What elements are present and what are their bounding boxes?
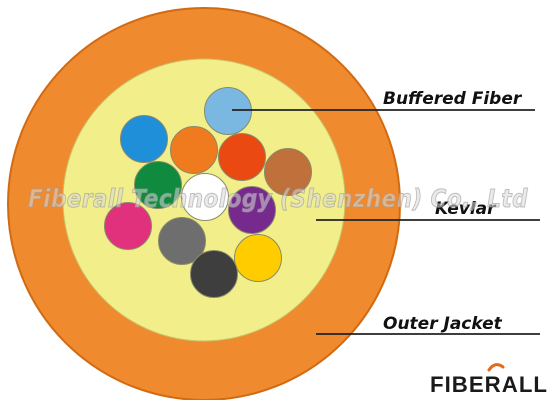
buffered-fiber-yellow	[234, 234, 282, 282]
fiberall-logo: FIBERALL	[430, 363, 548, 397]
buffered-fiber-blue	[120, 115, 168, 163]
kevlar-label: Kevlar	[435, 199, 497, 219]
fiber-bundle	[104, 87, 312, 298]
buffered-fiber-brown	[264, 148, 312, 196]
logo-text: FIBERALL	[430, 372, 548, 397]
buffered-fiber-green	[134, 161, 182, 209]
buffered-fiber-orange	[170, 126, 218, 174]
buffered-fiber-label: Buffered Fiber	[383, 89, 523, 109]
buffered-fiber-black	[190, 250, 238, 298]
leader-lines	[232, 109, 540, 335]
outer-jacket-label: Outer Jacket	[383, 314, 503, 334]
buffered-fiber-light-blue	[204, 87, 252, 135]
buffered-fiber-rose	[104, 202, 152, 250]
buffered-fiber-red-orange	[218, 133, 266, 181]
buffered-fiber-violet	[228, 186, 276, 234]
company-watermark: Fiberall Technology (Shenzhen) Co., Ltd	[28, 184, 529, 213]
buffered-fiber-white	[181, 173, 229, 221]
buffered-fiber-slate	[158, 217, 206, 265]
logo-swoosh-icon	[487, 363, 505, 372]
